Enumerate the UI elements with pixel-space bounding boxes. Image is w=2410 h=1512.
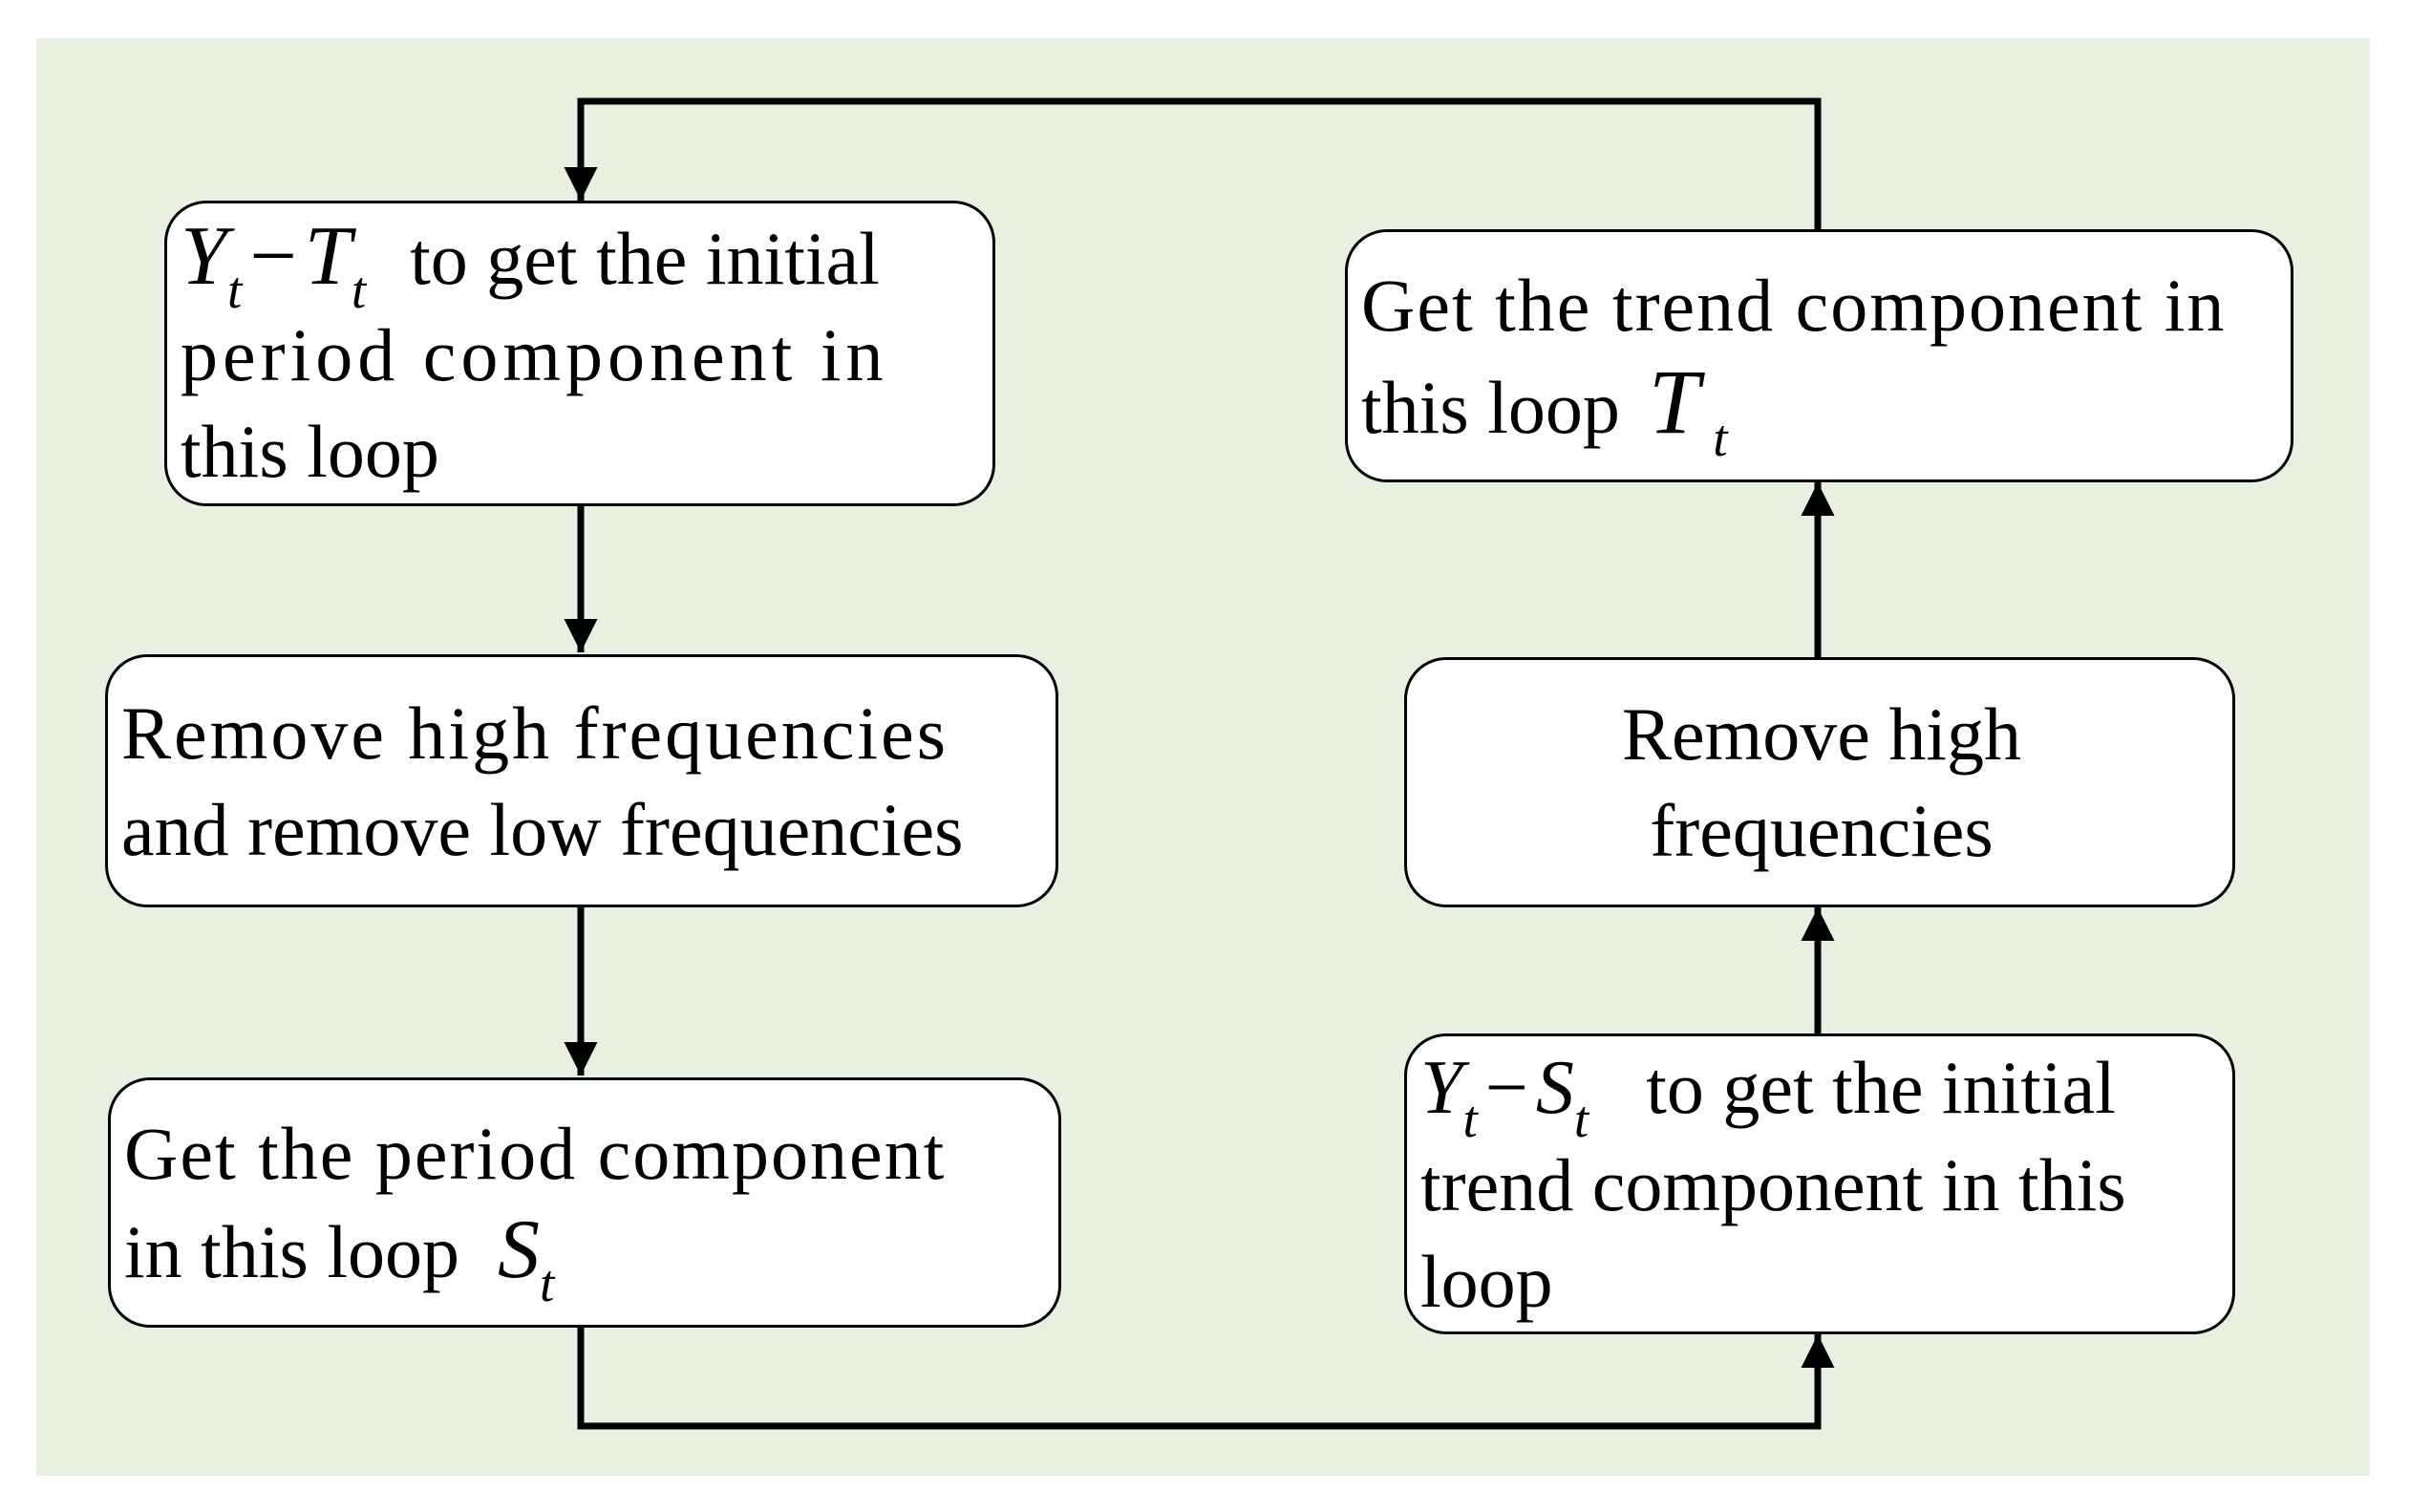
arrow-period-component-to-initial-trend xyxy=(577,1328,1835,1430)
formula-sub-t: t xyxy=(226,260,243,319)
loop-back-arrow xyxy=(564,97,1822,229)
initial-trend-line2: trend component in this xyxy=(1420,1142,2126,1226)
symbol-s: S xyxy=(498,1203,541,1296)
formula-y-minus-t: Yt−Tt xyxy=(181,208,366,316)
formula-minus: − xyxy=(1484,1045,1528,1130)
initial-period-line2: period component in xyxy=(181,312,888,396)
symbol-s-t: St xyxy=(498,1202,554,1310)
initial-period-line1: Yt−Tt to get the initial xyxy=(181,208,983,316)
symbol-sub-t: t xyxy=(1713,409,1728,468)
remove-high-low-line2: and remove low frequencies xyxy=(121,787,964,871)
initial-trend-line3: loop xyxy=(1420,1239,1553,1323)
trend-component-text: this loop xyxy=(1361,365,1620,449)
box-period-component: Get the period component in this loop St xyxy=(108,1077,1061,1328)
formula-term-y: Y xyxy=(1420,1045,1463,1130)
remove-high-line2: frequencies xyxy=(1650,789,1994,872)
remove-high-line1: Remove high xyxy=(1621,692,2022,776)
trend-component-line1: Get the trend component in xyxy=(1361,263,2227,347)
period-component-line1: Get the period component xyxy=(124,1112,947,1195)
initial-period-text: to get the initial xyxy=(410,216,880,300)
formula-minus: − xyxy=(249,209,297,303)
box-remove-high-frequencies: Remove high frequencies xyxy=(1404,657,2235,907)
formula-sub-t: t xyxy=(1462,1089,1478,1148)
box-remove-high-and-low-frequencies: Remove high frequencies and remove low f… xyxy=(105,654,1058,907)
formula-y-minus-s: Yt−St xyxy=(1420,1040,1589,1145)
formula-sub-t: t xyxy=(351,260,367,319)
formula-term-s: S xyxy=(1535,1045,1574,1130)
period-component-text: in this loop xyxy=(124,1210,460,1293)
remove-high-low-line1: Remove high frequencies xyxy=(121,691,949,775)
initial-period-line3: this loop xyxy=(181,409,439,493)
period-component-line2: in this loop St xyxy=(124,1202,1049,1310)
initial-trend-line1: Yt−St to get the initial xyxy=(1420,1039,2223,1145)
symbol-sub-t: t xyxy=(540,1253,555,1312)
formula-term-y: Y xyxy=(181,209,227,303)
symbol-t: T xyxy=(1648,350,1700,453)
box-initial-trend-component: Yt−St to get the initial trend component … xyxy=(1404,1033,2235,1334)
formula-term-t: T xyxy=(304,209,352,303)
formula-sub-t: t xyxy=(1573,1089,1589,1148)
initial-trend-text: to get the initial xyxy=(1646,1045,2116,1129)
box-initial-period-component: Yt−Tt to get the initial period component… xyxy=(164,201,995,506)
